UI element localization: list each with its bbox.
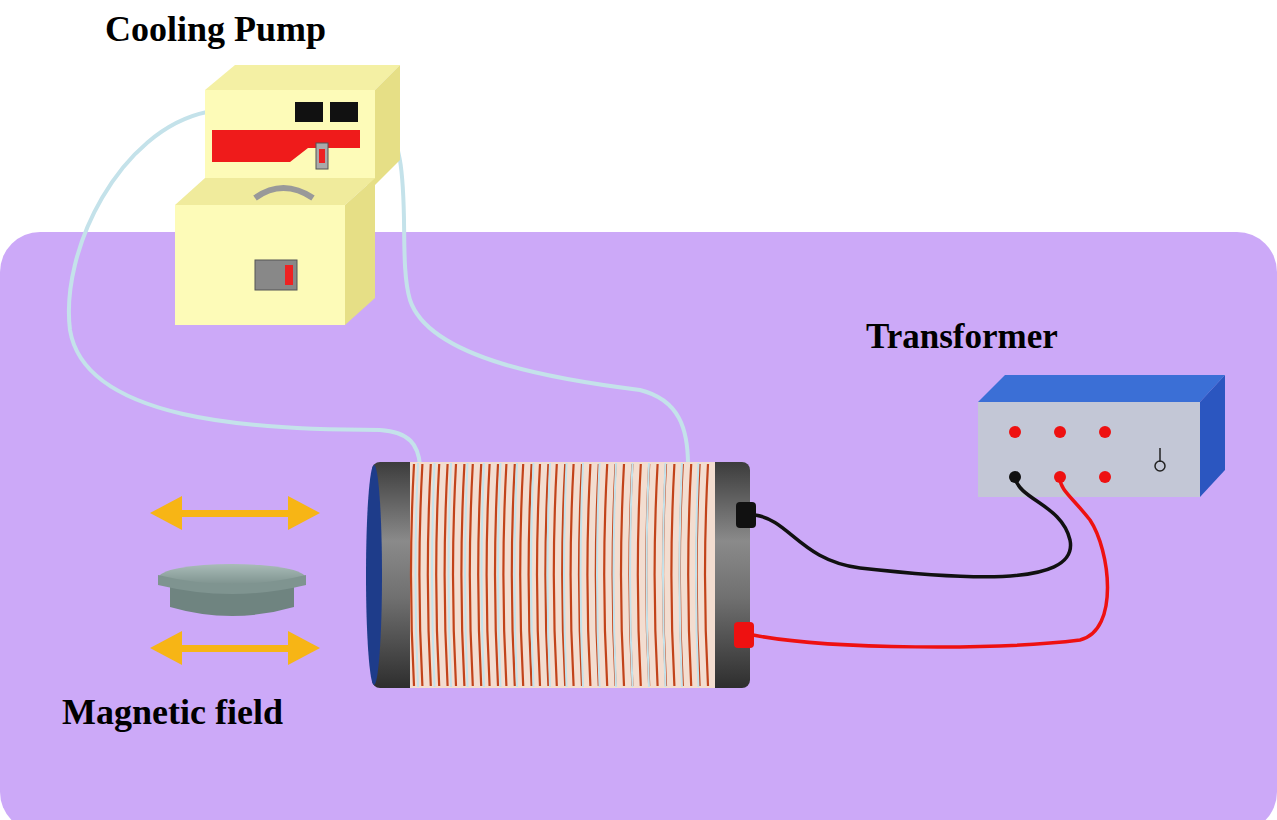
coil-winding: [520, 464, 523, 686]
text-label: Cooling Pump: [105, 10, 326, 50]
coil-winding: [487, 464, 490, 686]
cooling-tube: [373, 110, 688, 465]
cooling-pump: [175, 65, 400, 325]
coil-winding: [571, 464, 574, 686]
coil-winding: [587, 464, 590, 686]
coil-winding: [604, 464, 607, 686]
coil-winding: [688, 464, 691, 686]
coil-winding: [655, 464, 658, 686]
coil-winding: [621, 464, 624, 686]
coil-winding: [419, 464, 422, 686]
black-wire: [755, 478, 1071, 577]
text-label: Magnetic field: [62, 693, 283, 733]
coil-winding: [461, 464, 464, 686]
coil-winding: [428, 464, 431, 686]
coil-winding: [411, 464, 414, 686]
coil-winding: [453, 464, 456, 686]
text-label: Transformer: [866, 318, 1058, 357]
red-wire: [753, 478, 1108, 647]
coil-winding: [537, 464, 540, 686]
coil-winding: [705, 464, 708, 686]
cooling-tube-winding: [416, 463, 699, 687]
coil-winding: [503, 464, 506, 686]
coil-winding: [436, 464, 439, 686]
coil-winding: [470, 464, 473, 686]
coil-winding: [638, 464, 641, 686]
coil-winding: [554, 464, 557, 686]
solenoid-coil: [366, 462, 756, 688]
sample-disc: [158, 564, 306, 616]
coil-winding: [445, 464, 448, 686]
field-arrow: [150, 496, 320, 665]
coil-winding: [671, 464, 674, 686]
